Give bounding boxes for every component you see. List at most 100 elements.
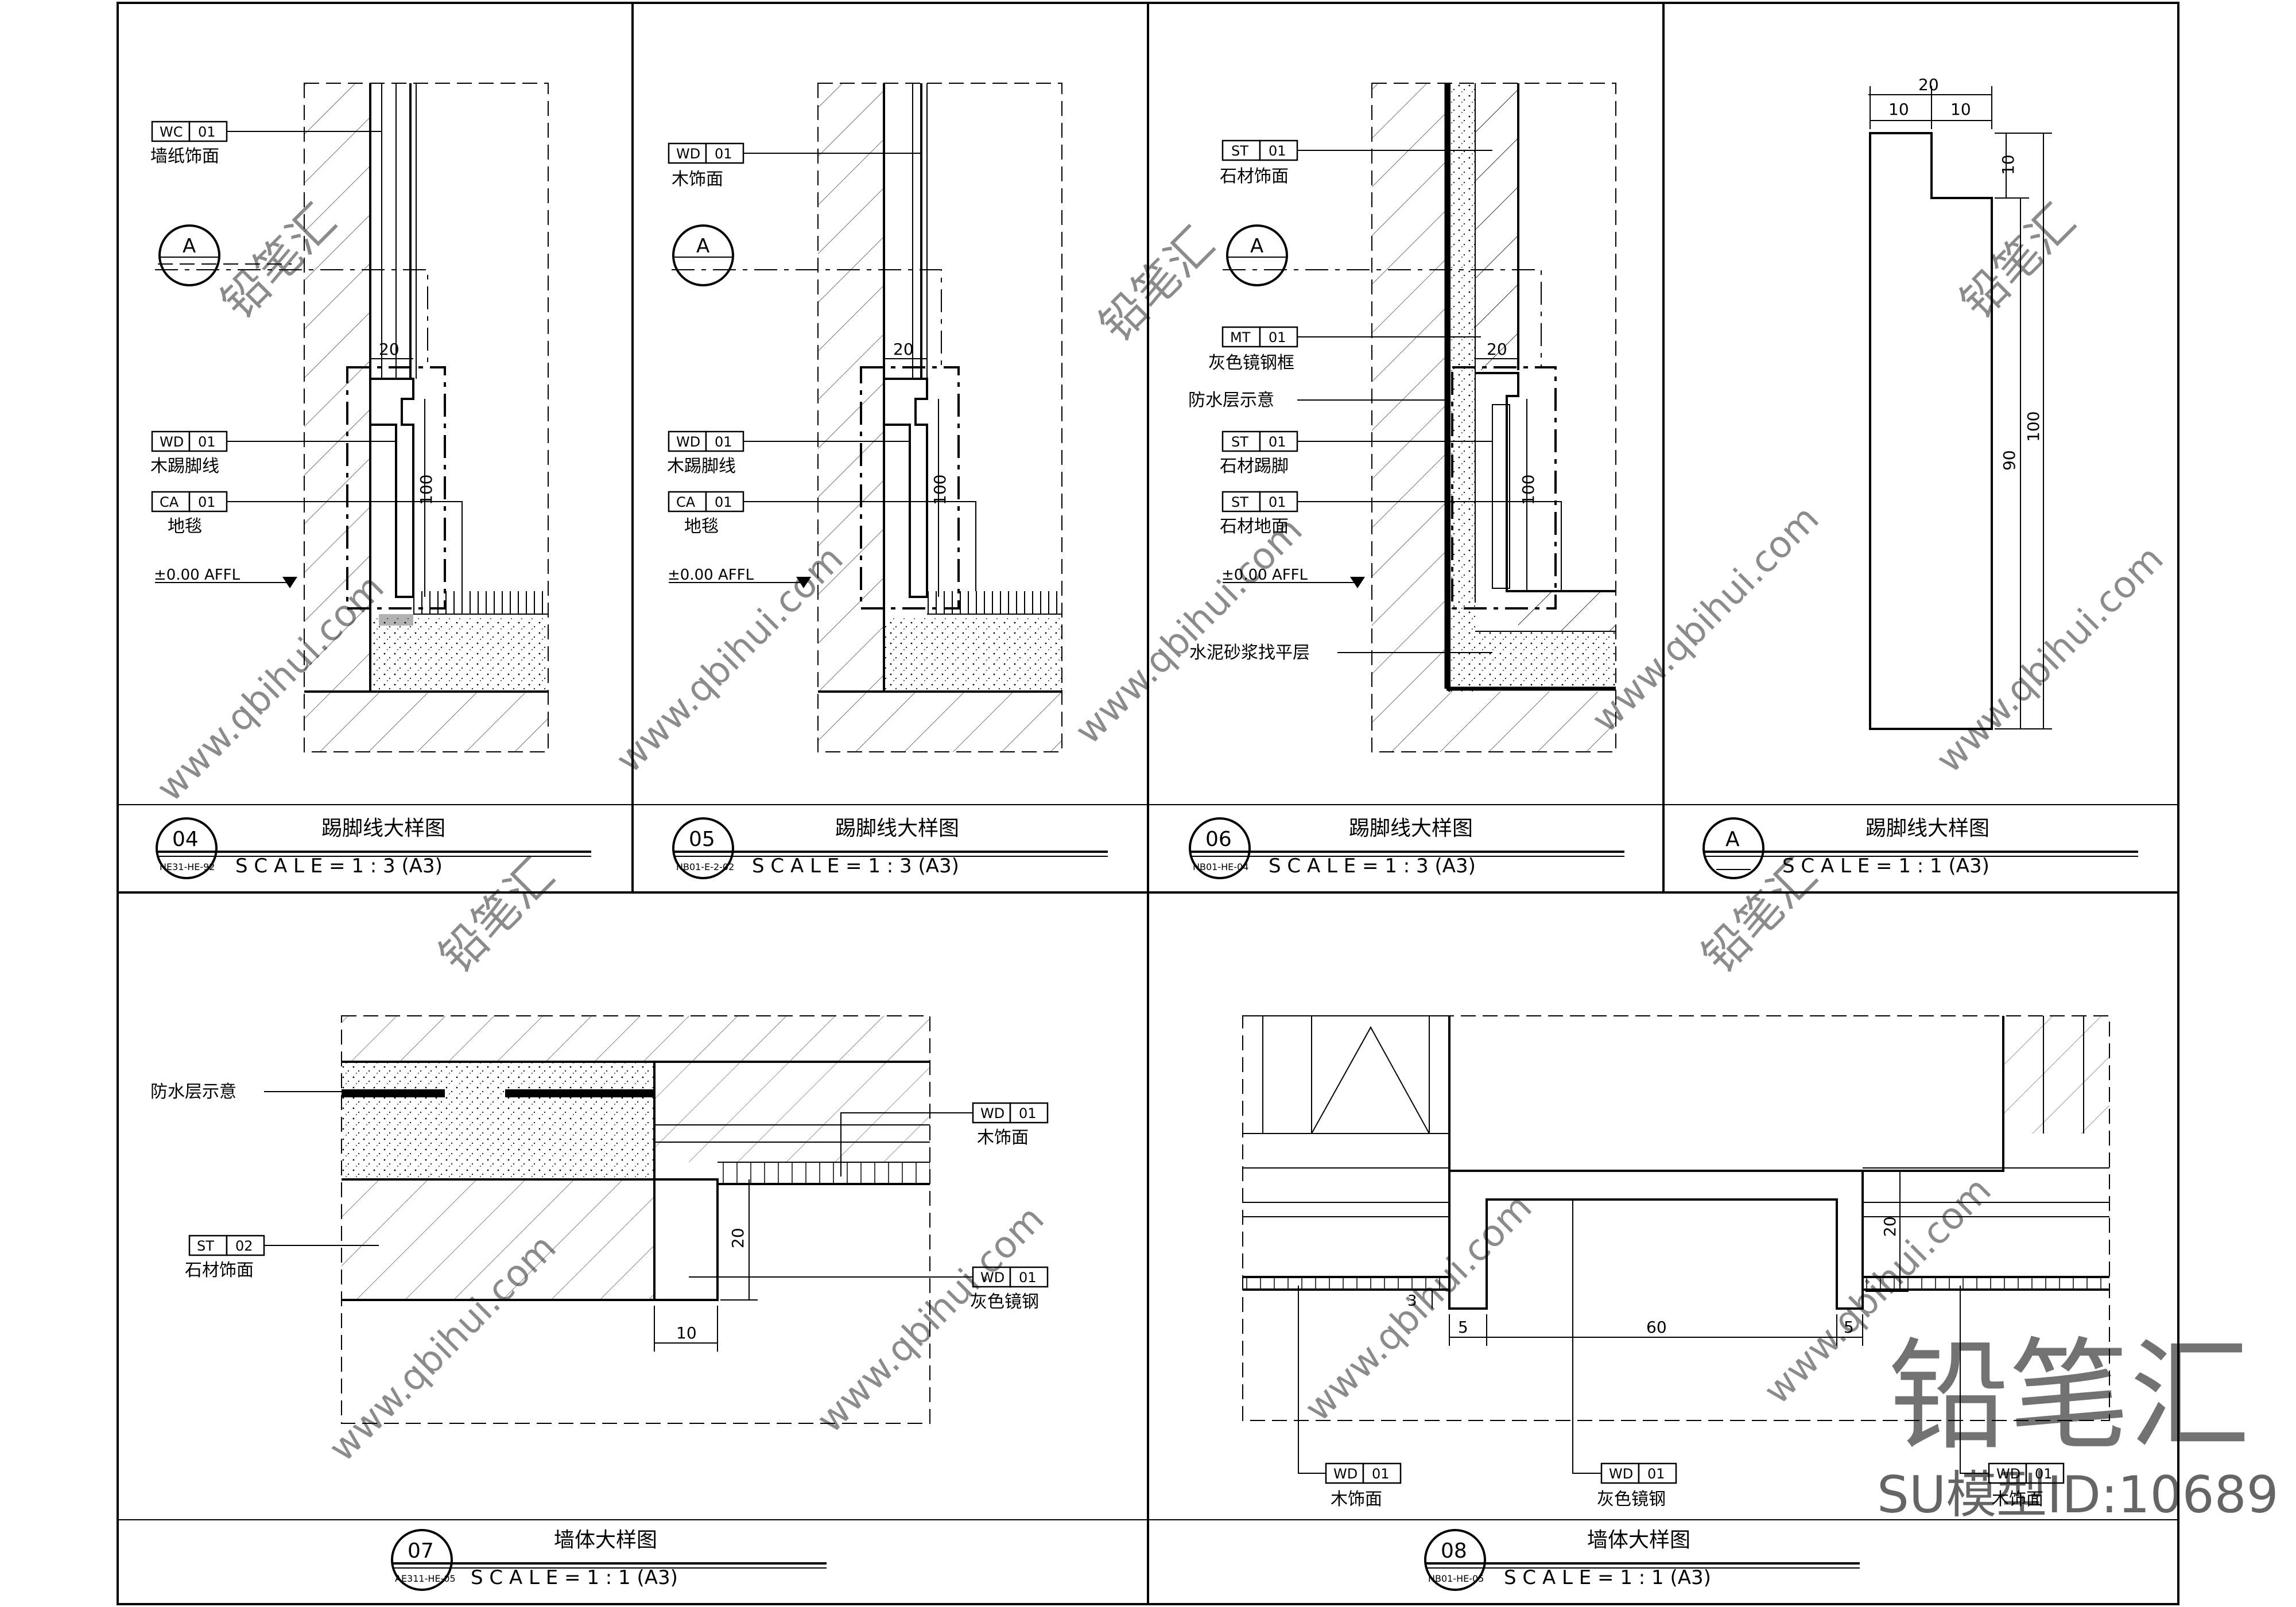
svg-text:墙体大样图: 墙体大样图 [1587,1528,1690,1552]
svg-text:灰色镜钢: 灰色镜钢 [1597,1489,1666,1509]
svg-text:01: 01 [715,146,732,162]
svg-text:S C A L E = 1 : 1 (A3): S C A L E = 1 : 1 (A3) [471,1566,678,1589]
svg-text:A: A [1250,235,1263,258]
dim-20: 20 [728,1228,747,1248]
svg-text:A: A [696,235,709,258]
svg-text:01: 01 [2035,1466,2053,1482]
tag-wd-01-skirting: WD 01 木踢脚线 [667,430,910,476]
svg-text:01: 01 [1269,494,1286,510]
tag-wc-01: WC 01 墙纸饰面 [150,121,382,166]
svg-text:07: 07 [408,1539,434,1563]
svg-text:±0.00 AFFL: ±0.00 AFFL [668,566,754,584]
svg-text:01: 01 [1647,1466,1665,1482]
svg-text:墙纸饰面: 墙纸饰面 [150,146,219,166]
dim-100: 100 [2024,412,2043,442]
tag-ca-01: CA 01 地毯 [151,491,463,591]
svg-text:WD: WD [980,1105,1004,1121]
svg-text:±0.00 AFFL: ±0.00 AFFL [1221,566,1308,584]
svg-text:踢脚线大样图: 踢脚线大样图 [835,817,959,840]
svg-text:100: 100 [930,475,949,505]
svg-text:石材踢脚: 石材踢脚 [1220,456,1289,476]
svg-text:01: 01 [1269,329,1286,346]
svg-text:WD: WD [160,434,184,450]
watermark-brand-4: 铅笔汇 [429,848,564,983]
tag-wd-01-right: WD 01 木饰面 [1960,1286,2065,1509]
svg-text:墙体大样图: 墙体大样图 [554,1528,657,1552]
svg-text:NE31-HE-92: NE31-HE-92 [160,861,215,872]
dim-10c: 10 [1999,154,2018,175]
svg-text:水泥砂浆找平层: 水泥砂浆找平层 [1189,643,1310,663]
panel-a-skirting-profile: 20 10 10 10 90 100 [1868,75,2052,730]
svg-text:ST: ST [197,1238,214,1254]
tag-wd-01-center: WD 01 灰色镜钢 [1572,1200,1677,1509]
svg-text:01: 01 [715,494,732,510]
svg-text:石材饰面: 石材饰面 [185,1260,254,1280]
title-block-05: 05 NB01-E-2-02 踢脚线大样图 S C A L E = 1 : 3 … [672,817,1108,879]
svg-text:木踢脚线: 木踢脚线 [667,456,736,476]
panel-07-wall-detail: 20 10 防水层示意 WD 01 木饰面 ST 02 石材饰面 WD 01 [150,1015,1049,1424]
watermark-site-8: www.qbihui.com [1297,1186,1541,1430]
watermark-brand-2: 铅笔汇 [1089,217,1224,352]
dim-10b: 10 [1950,100,1971,119]
tag-st-01-finish: ST 01 石材饰面 [1220,139,1492,187]
svg-text:WD: WD [1609,1466,1633,1482]
watermark-brand-large: 铅笔汇 [1888,1326,2250,1466]
level-label: ±0.00 AFFL [154,566,241,584]
dim-60: 60 [1646,1318,1667,1337]
svg-text:WD: WD [1996,1466,2020,1482]
svg-text:02: 02 [235,1238,253,1254]
svg-text:木饰面: 木饰面 [1331,1489,1382,1509]
note-waterproof: 防水层示意 [150,1082,342,1102]
svg-text:20: 20 [1487,340,1507,359]
svg-text:木饰面: 木饰面 [672,169,723,189]
svg-text:WD: WD [676,146,700,162]
tag-mt-01: MT 01 灰色镜钢框 [1208,326,1481,373]
watermark-site-4: www.qbihui.com [1584,498,1828,742]
svg-text:CA: CA [676,494,696,510]
svg-text:石材饰面: 石材饰面 [1220,166,1289,187]
dim-20: 20 [1918,75,1939,94]
section-mark-label: A [183,235,196,258]
dim-20: 20 [379,340,400,359]
tag-wd-01-mirror-steel: WD 01 灰色镜钢 [689,1266,1049,1312]
svg-text:S C A L E = 1 : 3 (A3): S C A L E = 1 : 3 (A3) [235,855,443,878]
tag-wd-01-finish: WD 01 木饰面 [840,1102,1049,1177]
svg-text:防水层示意: 防水层示意 [1188,390,1274,410]
dim-10: 10 [676,1323,697,1342]
svg-text:ST: ST [1231,434,1248,450]
svg-text:01: 01 [715,434,732,450]
svg-text:地毯: 地毯 [168,517,202,537]
title-block-08: 08 NB01-HE-05 墙体大样图 S C A L E = 1 : 1 (A… [1424,1528,1860,1591]
svg-text:S C A L E = 1 : 3 (A3): S C A L E = 1 : 3 (A3) [752,855,959,878]
svg-text:08: 08 [1441,1539,1467,1563]
svg-text:01: 01 [1269,143,1286,159]
svg-text:防水层示意: 防水层示意 [150,1082,236,1102]
tag-ca-01: CA 01 地毯 [668,491,976,591]
svg-text:20: 20 [893,340,914,359]
svg-text:CA: CA [160,494,179,510]
svg-text:01: 01 [198,124,216,140]
svg-text:踢脚线大样图: 踢脚线大样图 [321,817,445,840]
dim-3: 3 [1407,1292,1417,1310]
title-block-04: 04 NE31-HE-92 踢脚线大样图 S C A L E = 1 : 3 (… [156,817,591,879]
svg-text:WD: WD [1333,1466,1358,1482]
svg-text:05: 05 [689,828,715,851]
watermark-model-id: SU模型ID:10689 [1877,1465,2279,1524]
panel-04-skirting-detail: A ±0.00 AFFL 20 100 WC 01 墙纸饰面 WD 01 木踢脚… [150,83,549,752]
tag-st-02: ST 02 石材饰面 [185,1235,379,1280]
panel-08-wall-detail: 20 3 5 60 5 WD 01 木饰面 WD 01 灰色镜钢 WD 01 [1242,1015,2110,1509]
svg-text:100: 100 [1519,475,1538,505]
svg-text:踢脚线大样图: 踢脚线大样图 [1349,817,1473,840]
svg-text:01: 01 [1019,1270,1037,1286]
watermark-site-3: www.qbihui.com [1067,509,1311,753]
svg-text:木踢脚线: 木踢脚线 [150,456,219,476]
svg-text:06: 06 [1205,828,1232,851]
svg-text:NB01-HE-05: NB01-HE-05 [1428,1573,1484,1584]
svg-text:S C A L E = 1 : 1 (A3): S C A L E = 1 : 1 (A3) [1782,855,1989,878]
svg-text:01: 01 [198,494,216,510]
panel-06-skirting-detail: A ±0.00 AFFL 20 100 ST 01 石材饰面 MT 01 灰色镜… [1188,83,1616,752]
svg-text:NB01-E-2-02: NB01-E-2-02 [676,861,734,872]
dim-100: 100 [417,475,436,505]
svg-text:NB01-HE-04: NB01-HE-04 [1193,861,1248,872]
watermark-site-7: www.qbihui.com [809,1198,1053,1442]
